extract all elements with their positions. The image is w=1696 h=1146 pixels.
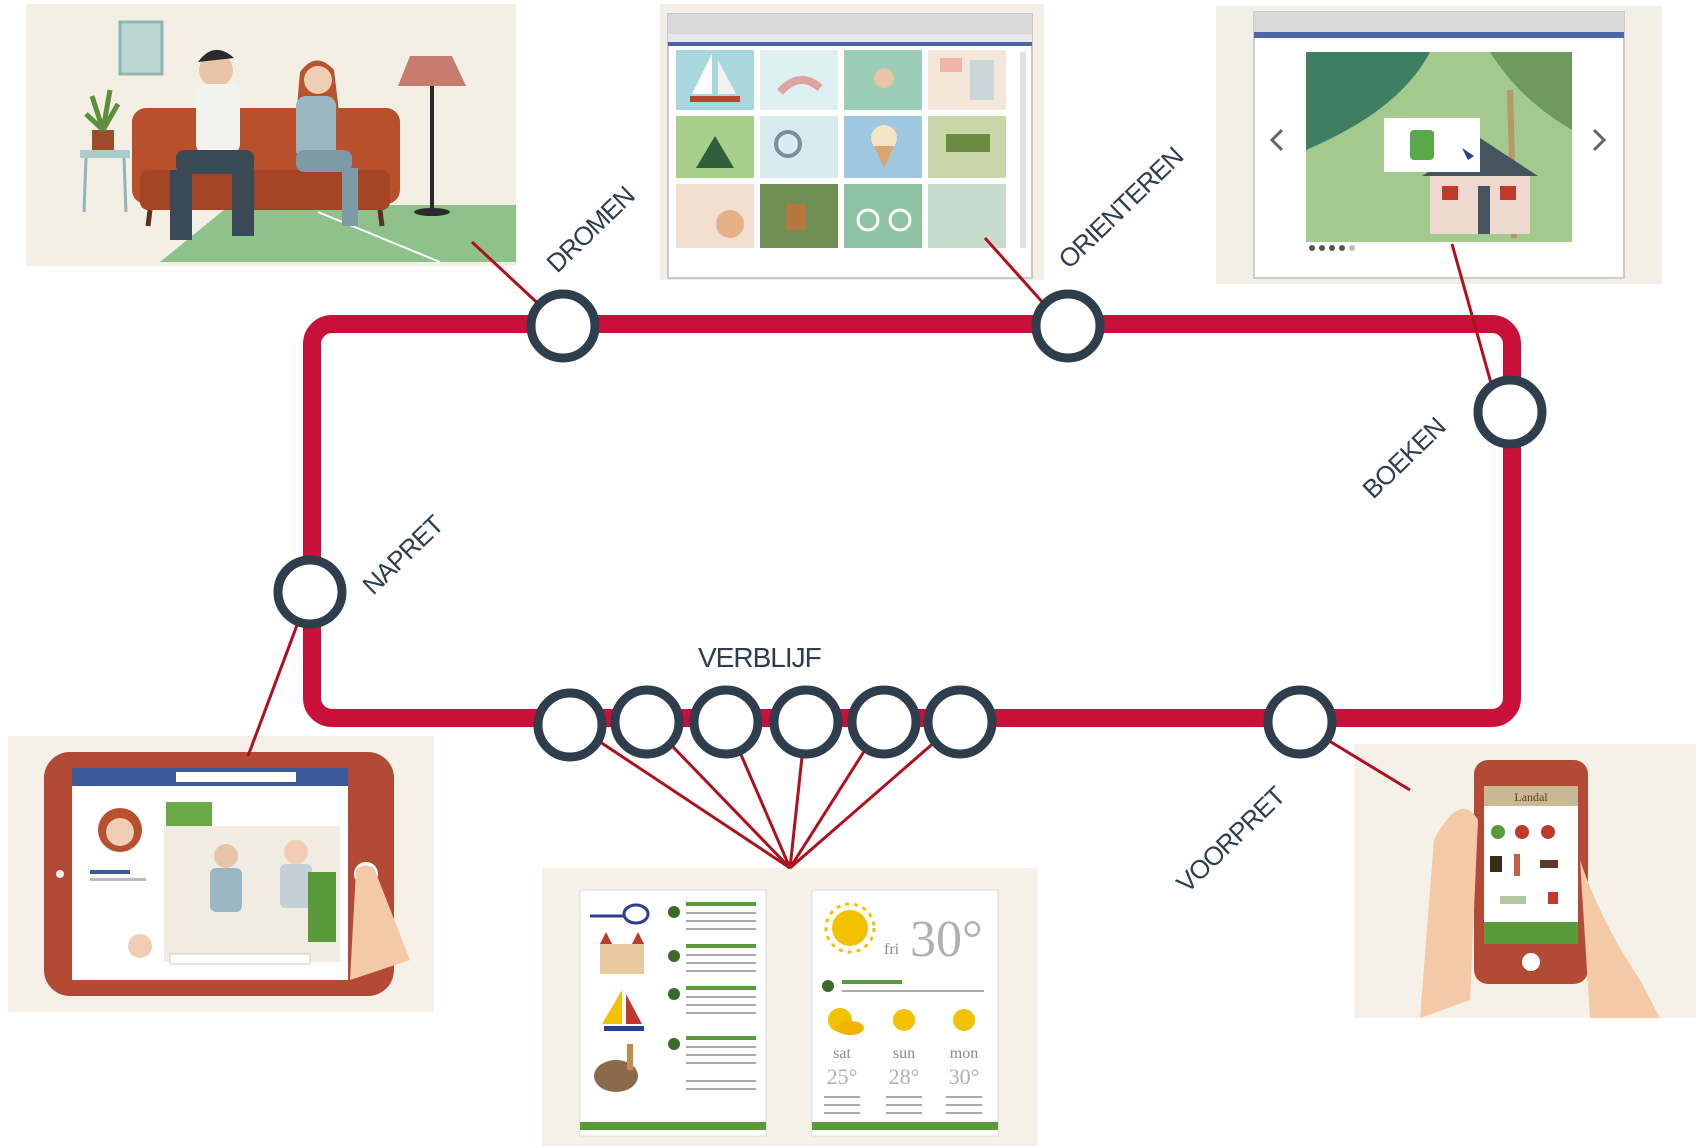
connector-verblijf-1 [569,720,791,870]
dreaming-couple-illustration [26,4,516,266]
node-verblijf-1 [533,688,607,762]
forecast-temp-3: 30° [949,1064,980,1089]
stay-info-illustration: fri 30° sat sun mon 25° 28° 30° [542,868,1038,1146]
booking-browser-illustration [1216,6,1662,284]
forecast-day-3: mon [950,1045,978,1062]
phone-app-brand: Landal [1514,790,1548,804]
anticipation-phone-illustration: Landal [1354,744,1696,1018]
weather-today-temp: 30° [910,911,983,968]
stage-nodes [273,289,1547,762]
journey-track [303,315,1521,727]
forecast-temp-2: 28° [889,1064,920,1089]
stage-label-verblijf: VERBLIJF [698,642,822,673]
forecast-temp-1: 25° [827,1064,858,1089]
connector-boeken [1450,243,1500,409]
node-verblijf-5 [847,685,921,759]
sharing-tablet-illustration [8,736,434,1012]
forecast-day-1: sat [833,1045,851,1062]
node-boeken [1473,375,1547,449]
forecast-day-2: sun [893,1045,915,1062]
node-verblijf-3 [689,685,763,759]
node-verblijf-4 [769,685,843,759]
orientation-browser-illustration [660,4,1044,280]
node-napret [273,555,347,629]
weather-today-day: fri [884,941,900,958]
node-verblijf-6 [923,685,997,759]
node-orienteren [1031,289,1105,363]
node-verblijf-2 [610,685,684,759]
node-voorpret [1263,685,1337,759]
node-dromen [526,289,600,363]
